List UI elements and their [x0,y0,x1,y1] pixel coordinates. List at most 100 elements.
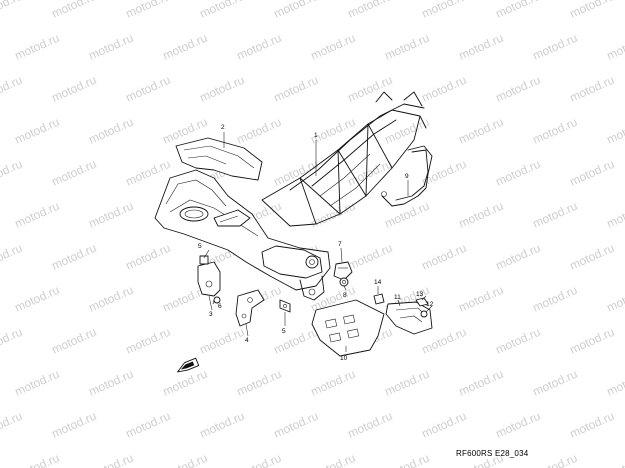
bracket-part-3 [197,261,221,297]
part-label-2: 2 [221,124,225,131]
watermark-text-40: motod.ru [272,157,321,189]
part-label-12: 12 [426,301,434,308]
leader-lines [203,132,433,352]
watermark-text-8: motod.ru [568,0,617,21]
frame-assembly [154,91,427,301]
part-label-4: 4 [245,337,249,344]
bracket-part-4 [235,289,265,327]
watermark-text-13: motod.ru [309,31,358,63]
watermark-text-59: motod.ru [346,241,395,273]
watermark-text-86: motod.ru [383,367,432,399]
watermark-text-9: motod.ru [13,31,62,63]
watermark-text-82: motod.ru [87,367,136,399]
watermark-text-94: motod.ru [272,409,321,441]
part-label-5-center: 5 [282,328,286,335]
watermark-text-69: motod.ru [457,283,506,315]
washer-part-8 [339,277,349,287]
watermark-text-70: motod.ru [531,283,580,315]
watermark-text-61: motod.ru [494,241,543,273]
watermark-text-17: motod.ru [605,31,625,63]
bolt-part-5-center [279,299,291,313]
watermark-text-100: motod.ru [87,451,136,468]
bracket-part-9 [381,145,433,207]
watermark-text-37: motod.ru [50,157,99,189]
watermark-text-73: motod.ru [50,325,99,357]
watermark-text-93: motod.ru [198,409,247,441]
watermark-text-56: motod.ru [124,241,173,273]
plate-part-10 [311,299,385,357]
watermark-text-63: motod.ru [13,283,62,315]
watermark-text-7: motod.ru [494,0,543,21]
watermark-text-72: motod.ru [0,325,24,357]
bolt-part-7 [333,261,353,281]
watermark-text-27: motod.ru [13,115,62,147]
watermark-text-44: motod.ru [568,157,617,189]
watermark-text-103: motod.ru [309,451,358,468]
watermark-text-36: motod.ru [0,157,24,189]
watermark-text-18: motod.ru [0,73,24,105]
watermark-text-99: motod.ru [13,451,62,468]
part-label-8: 8 [343,292,347,299]
watermark-text-64: motod.ru [87,283,136,315]
watermark-text-87: motod.ru [457,367,506,399]
watermark-text-88: motod.ru [531,367,580,399]
watermark-text-102: motod.ru [235,451,284,468]
watermark-text-3: motod.ru [198,0,247,21]
watermark-text-83: motod.ru [161,367,210,399]
clip-part-13 [415,297,429,307]
watermark-text-5: motod.ru [346,0,395,21]
watermark-text-22: motod.ru [272,73,321,105]
part-label-9: 9 [405,173,409,180]
watermark-text-98: motod.ru [568,409,617,441]
watermark-text-104: motod.ru [383,451,432,468]
watermark-text-90: motod.ru [0,409,24,441]
watermark-text-2: motod.ru [124,0,173,21]
watermark-text-4: motod.ru [272,0,321,21]
watermark-text-75: motod.ru [198,325,247,357]
watermark-text-101: motod.ru [161,451,210,468]
watermark-text-55: motod.ru [50,241,99,273]
watermark-text-84: motod.ru [235,367,284,399]
part-label-14: 14 [374,279,382,286]
watermark-text-0: motod.ru [0,0,24,21]
watermark-text-10: motod.ru [87,31,136,63]
part-label-7: 7 [338,241,342,248]
watermark-text-92: motod.ru [124,409,173,441]
watermark-text-23: motod.ru [346,73,395,105]
watermark-text-85: motod.ru [309,367,358,399]
watermark-text-91: motod.ru [50,409,99,441]
watermark-text-51: motod.ru [457,199,506,231]
watermark-text-1: motod.ru [50,0,99,21]
part-label-13: 13 [416,291,424,298]
part-number-labels: 1 2 3 4 5 5 6 7 8 9 10 11 12 13 14 [198,124,434,362]
watermark-text-107: motod.ru [605,451,625,468]
watermark-text-45: motod.ru [13,199,62,231]
watermark-text-21: motod.ru [198,73,247,105]
watermark-text-53: motod.ru [605,199,625,231]
bolt-part-5-left [199,255,209,265]
watermark-text-26: motod.ru [568,73,617,105]
watermark-text-97: motod.ru [494,409,543,441]
watermark-text-95: motod.ru [346,409,395,441]
watermark-text-30: motod.ru [235,115,284,147]
watermark-text-80: motod.ru [568,325,617,357]
watermark-text-6: motod.ru [420,0,469,21]
bolt-part-12 [420,310,428,318]
watermark-text-16: motod.ru [531,31,580,63]
part-label-5-left: 5 [198,243,202,250]
watermark-text-62: motod.ru [568,241,617,273]
watermark-text-54: motod.ru [0,241,24,273]
watermark-text-89: motod.ru [605,367,625,399]
part-label-3: 3 [209,311,213,318]
watermark-text-74: motod.ru [124,325,173,357]
watermark-text-96: motod.ru [420,409,469,441]
watermark-text-52: motod.ru [531,199,580,231]
watermark-text-60: motod.ru [420,241,469,273]
watermark-text-15: motod.ru [457,31,506,63]
diagram-code: RF600RS E28_034 [456,449,529,458]
watermark-text-71: motod.ru [605,283,625,315]
watermark-text-49: motod.ru [309,199,358,231]
watermark-text-11: motod.ru [161,31,210,63]
watermark-text-12: motod.ru [235,31,284,63]
